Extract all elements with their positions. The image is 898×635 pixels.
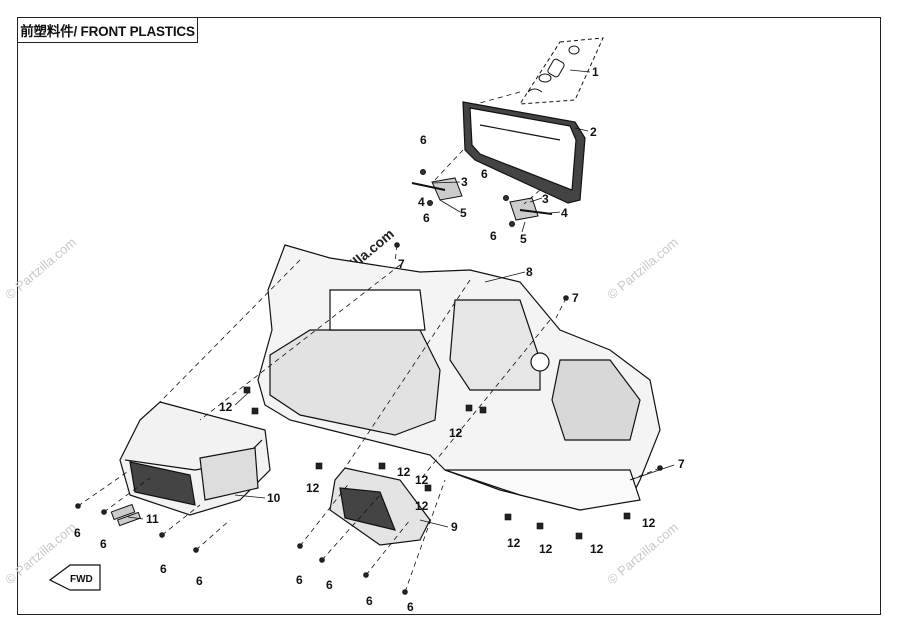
callout-12: 12 — [219, 400, 233, 414]
fasteners — [75, 242, 663, 595]
callout-5: 5 — [460, 206, 467, 220]
callout-4: 4 — [418, 195, 425, 209]
callout-5: 5 — [520, 232, 527, 246]
callout-6: 6 — [423, 211, 430, 225]
callout-6: 6 — [100, 537, 107, 551]
callout-4: 4 — [561, 206, 568, 220]
callout-12: 12 — [415, 499, 429, 513]
callout-12: 12 — [306, 481, 320, 495]
callout-6: 6 — [407, 600, 414, 614]
callout-2: 2 — [590, 125, 597, 139]
fwd-arrow-icon: FWD — [48, 564, 101, 591]
watermark: © Partzilla.com — [2, 234, 79, 302]
callout-10: 10 — [267, 491, 281, 505]
callout-3: 3 — [542, 192, 549, 206]
part-1-lock — [519, 37, 604, 105]
callout-7: 7 — [398, 257, 405, 271]
callout-6: 6 — [160, 562, 167, 576]
callout-6: 6 — [490, 229, 497, 243]
leader-lines — [127, 69, 675, 528]
callout-9: 9 — [451, 520, 458, 534]
callout-6: 6 — [296, 573, 303, 587]
callout-12: 12 — [642, 516, 656, 530]
callout-8: 8 — [526, 265, 533, 279]
part-3-hinge-right — [503, 195, 553, 227]
callout-12: 12 — [590, 542, 604, 556]
callout-6: 6 — [74, 526, 81, 540]
callout-12: 12 — [507, 536, 521, 550]
part-8-dash-panel — [257, 244, 661, 511]
title-box: 前塑料件/ FRONT PLASTICS — [17, 17, 198, 43]
callout-12: 12 — [449, 426, 463, 440]
diagram-frame — [17, 17, 881, 615]
callout-1: 1 — [592, 65, 599, 79]
callout-12: 12 — [415, 473, 429, 487]
explode-lines — [77, 91, 661, 593]
part-3-hinge-left — [411, 169, 463, 206]
callout-labels: 1 2 3 3 4 4 5 5 6 6 6 6 6 6 6 6 6 6 6 6 … — [74, 65, 685, 614]
callout-12: 12 — [397, 465, 411, 479]
callout-6: 6 — [481, 167, 488, 181]
callout-11: 11 — [146, 512, 159, 526]
part-9-bracket — [329, 467, 431, 546]
callout-6: 6 — [420, 133, 427, 147]
callout-6: 6 — [366, 594, 373, 608]
watermark: © Partzilla.com — [604, 234, 681, 302]
page-title: 前塑料件/ FRONT PLASTICS — [20, 24, 195, 39]
callout-12: 12 — [539, 542, 553, 556]
part-2-lid — [462, 101, 586, 204]
part-11-clip — [110, 503, 142, 527]
callout-6: 6 — [196, 574, 203, 588]
part-10-storage-box — [119, 401, 271, 516]
callout-7: 7 — [572, 291, 579, 305]
callout-7: 7 — [678, 457, 685, 471]
fwd-label: FWD — [70, 574, 93, 585]
callout-3: 3 — [461, 175, 468, 189]
callout-6: 6 — [326, 578, 333, 592]
